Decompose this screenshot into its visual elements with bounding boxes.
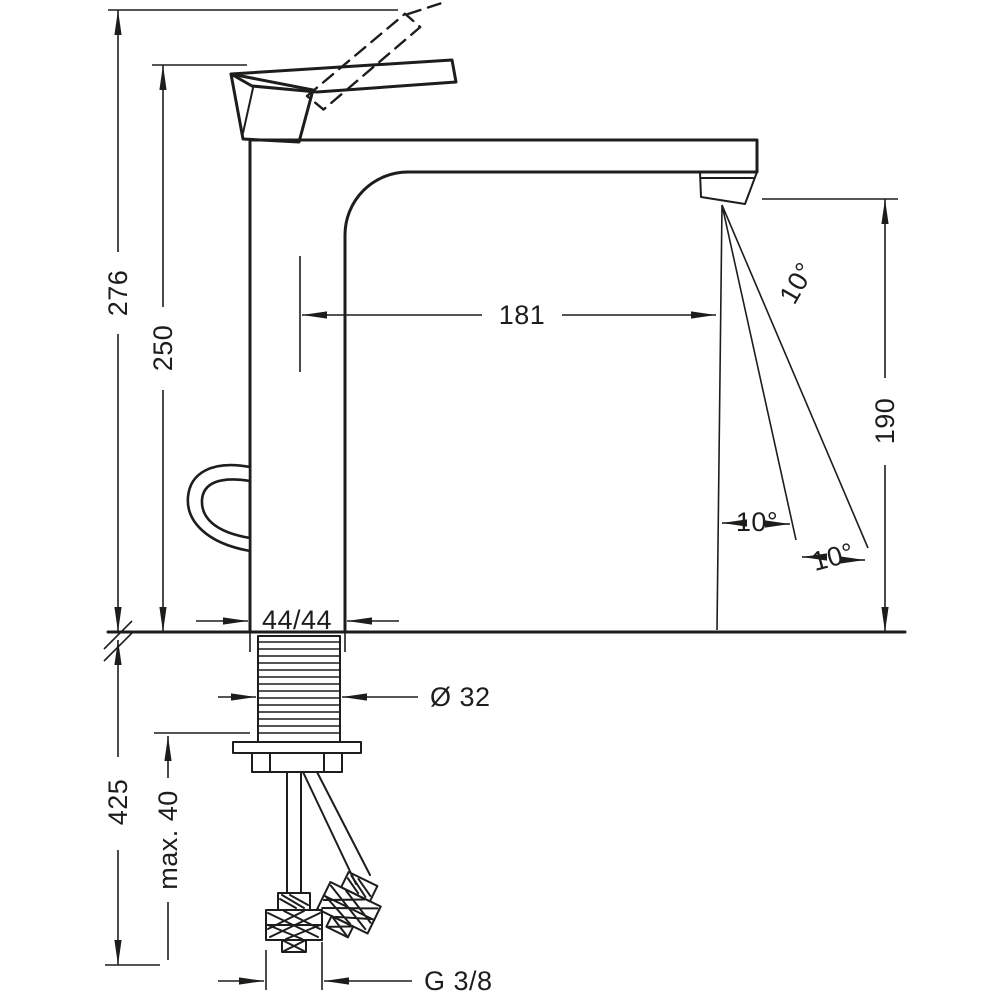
dim-body-height: 250 [148, 64, 247, 632]
dim-connection-thread: G 3/8 [218, 942, 493, 996]
dim-hose-length: 425 [103, 640, 160, 966]
dim-max-mounting: max. 40 [153, 732, 250, 960]
dim-base-footprint: 44/44 [196, 605, 399, 652]
dim-shank-diameter-label: Ø 32 [430, 682, 491, 712]
dim-spout-reach: 181 [299, 256, 716, 372]
hose-connector-right [310, 865, 390, 946]
dim-spout-reach-label: 181 [499, 300, 546, 330]
dim-max-mounting-label: max. 40 [153, 790, 183, 890]
dim-overall-height-label: 276 [103, 270, 133, 317]
dim-outlet-height: 190 [762, 198, 900, 632]
dim-angle-outer: 10° [802, 537, 865, 577]
dim-angle-inner: 10° [722, 507, 790, 537]
counter-line [103, 620, 907, 662]
dim-base-footprint-label: 44/44 [262, 605, 332, 635]
dim-connection-thread-label: G 3/8 [424, 966, 493, 996]
dim-outlet-height-label: 190 [870, 398, 900, 445]
dim-overall-height: 276 [103, 9, 398, 632]
dim-body-height-label: 250 [148, 325, 178, 372]
dim-hose-length-label: 425 [103, 779, 133, 826]
side-lever [186, 463, 252, 553]
handle-raised-dashed [305, 0, 447, 111]
dim-shank-diameter: Ø 32 [218, 682, 491, 712]
dim-angle-inner-label: 10° [736, 507, 778, 537]
spout-outlet [699, 171, 758, 205]
dim-angle-outer-label: 10° [809, 537, 858, 577]
faucet-outline [248, 138, 759, 634]
mounting-nut [232, 741, 362, 773]
dim-angle-upper-label: 10° [773, 257, 820, 309]
threaded-shank [257, 635, 341, 743]
handle-lever [229, 58, 458, 144]
hose-connector-left [265, 892, 323, 953]
faucet-body [248, 138, 759, 634]
spray-angle-lines [716, 204, 869, 631]
supply-hoses [265, 771, 390, 953]
